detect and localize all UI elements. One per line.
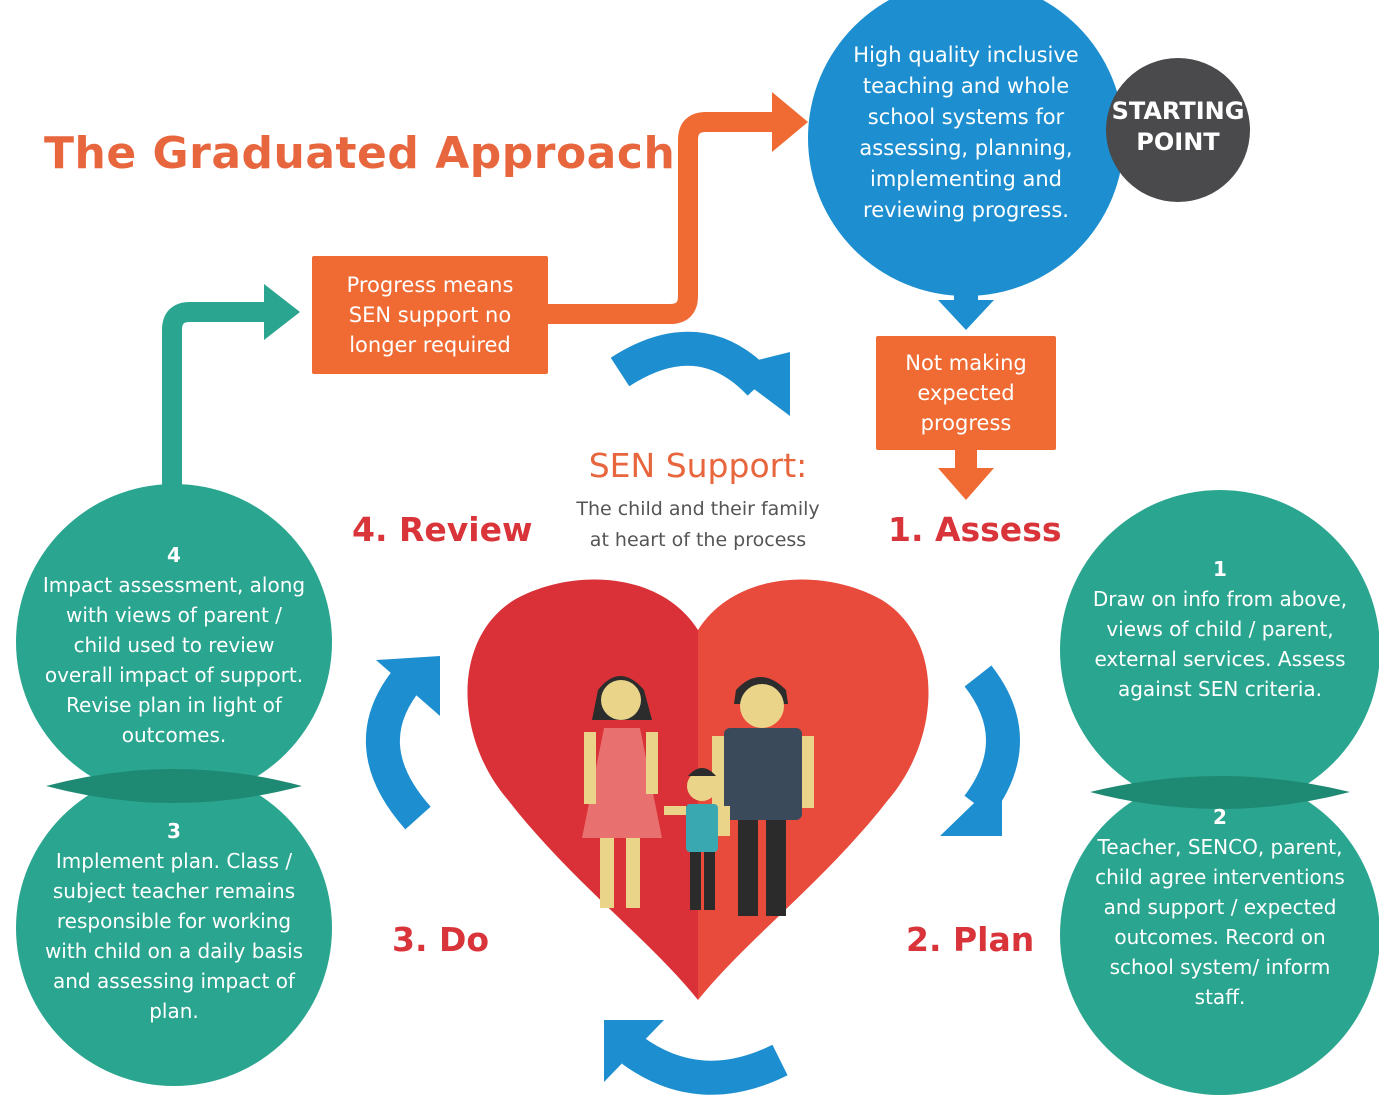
blue-down-arrowhead: [938, 300, 994, 330]
circle-3-number: 3: [167, 819, 181, 843]
circle-overlap-left: [46, 769, 302, 803]
teal-arrow-path: [162, 302, 270, 500]
stage-plan-label: 2. Plan: [906, 920, 1035, 959]
circle-3-text: Implement plan. Class / subject teacher …: [44, 849, 304, 1023]
cycle-arrow-bottom: [621, 1036, 788, 1095]
circle-2-number: 2: [1213, 805, 1227, 829]
not-making-progress-text: Not making expected progress: [905, 351, 1027, 435]
orange-down-arrowhead: [938, 468, 994, 500]
circle-3: [16, 770, 332, 1086]
cycle-arrow-left: [366, 664, 431, 830]
circle-1-content: 1 Draw on info from above, views of chil…: [1084, 554, 1356, 704]
progress-no-longer-text: Progress means SEN support no longer req…: [346, 273, 514, 357]
top-circle: [808, 0, 1124, 296]
stage-assess-label: 1. Assess: [888, 510, 1062, 549]
circle-2-text: Teacher, SENCO, parent, child agree inte…: [1095, 835, 1345, 1009]
orange-arrowhead: [772, 92, 808, 152]
cycle-arrowhead-bottom: [604, 1020, 664, 1082]
cycle-arrowhead-left: [376, 656, 440, 716]
cycle-arrowhead-top: [726, 352, 790, 416]
circle-1-number: 1: [1213, 557, 1227, 581]
circle-3-content: 3 Implement plan. Class / subject teache…: [40, 816, 308, 1026]
sen-support-subtitle: The child and their family at heart of t…: [576, 498, 820, 551]
circle-4-number: 4: [167, 543, 181, 567]
circle-4: [16, 484, 332, 800]
teal-arrowhead: [264, 284, 300, 340]
circle-2: [1060, 775, 1379, 1095]
heart-left: [467, 579, 698, 1000]
stage-do-label: 3. Do: [392, 920, 490, 959]
circle-4-text: Impact assessment, along with views of p…: [42, 573, 306, 747]
circle-4-content: 4 Impact assessment, along with views of…: [40, 540, 308, 750]
page-title: The Graduated Approach: [44, 128, 676, 179]
family-icon: [582, 676, 814, 916]
orange-down-stem: [955, 450, 977, 472]
sen-support-title: SEN Support:: [588, 446, 808, 485]
circle-overlap-right: [1090, 776, 1350, 809]
circle-2-content: 2 Teacher, SENCO, parent, child agree in…: [1092, 802, 1348, 1012]
not-making-progress-box: [876, 336, 1056, 450]
starting-point-circle: [1106, 58, 1250, 202]
cycle-arrowhead-right: [940, 776, 1002, 836]
orange-arrow-path: [548, 112, 780, 324]
top-circle-text: High quality inclusive teaching and whol…: [853, 43, 1079, 222]
stage-review-label: 4. Review: [352, 510, 533, 549]
circle-1: [1060, 490, 1379, 810]
starting-point-label: STARTING POINT: [1111, 97, 1245, 156]
blue-down-stem: [954, 282, 978, 304]
progress-no-longer-box: [312, 256, 548, 374]
circle-1-text: Draw on info from above, views of child …: [1092, 587, 1348, 701]
